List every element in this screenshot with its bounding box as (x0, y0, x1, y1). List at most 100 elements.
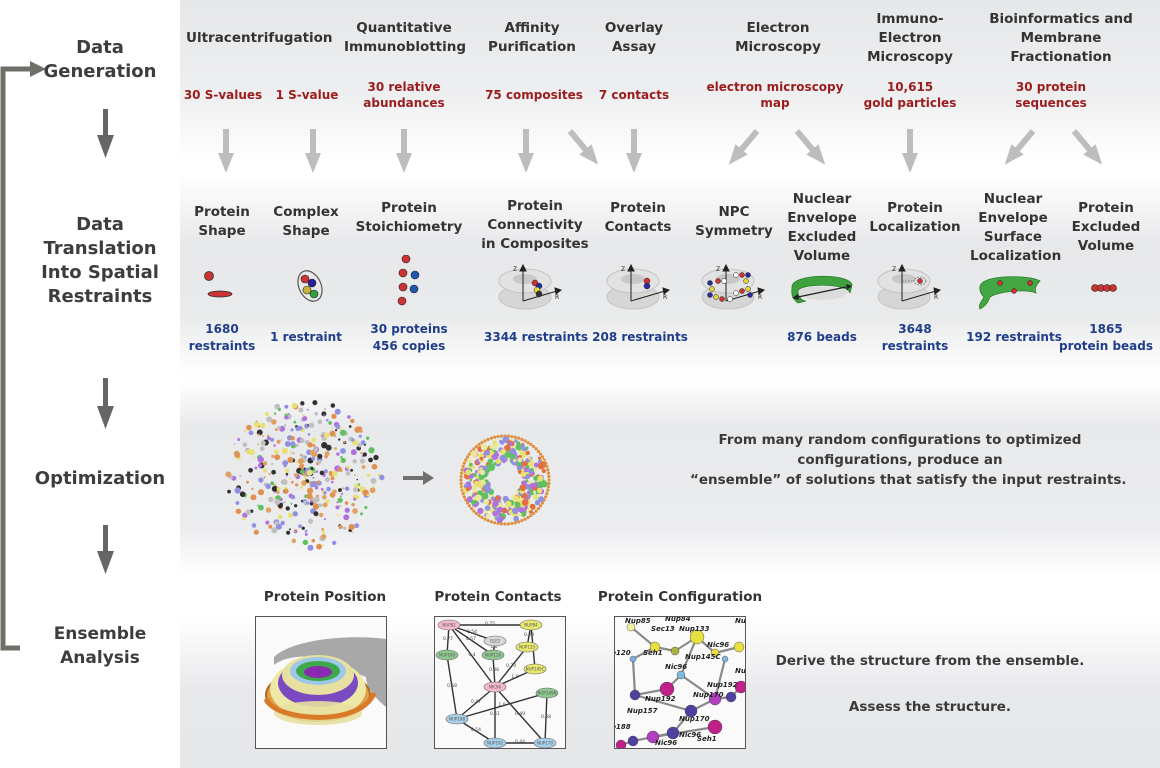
ring-bead (516, 520, 521, 524)
particle (284, 424, 286, 427)
config-bead (721, 655, 729, 663)
count-connectivity: 3344 restraints (484, 329, 588, 346)
optimization-arrow (403, 471, 434, 485)
ring-protein (477, 470, 481, 474)
contact-node-label: NUP116 (485, 653, 501, 658)
config-bead (615, 739, 627, 748)
particle (360, 451, 363, 455)
config-bead (626, 622, 636, 632)
particle (268, 496, 274, 503)
restraint-symmetry: NPC Symmetry (694, 203, 774, 241)
ring-protein (533, 482, 539, 488)
ring-protein (477, 507, 484, 515)
ring-protein (479, 456, 484, 461)
ring-protein (539, 461, 546, 468)
particle (270, 437, 275, 442)
particle (304, 530, 307, 533)
analysis-assess-text: Assess the structure. (848, 699, 1012, 715)
config-label: p188 (615, 723, 631, 731)
ring-protein (517, 457, 523, 463)
restraint-excluded-volume: Protein Excluded Volume (1064, 199, 1148, 256)
particle (328, 499, 330, 502)
config-label: Nup145C (685, 653, 721, 661)
ring-bead (538, 452, 543, 456)
contact-node-label: NUP133 (519, 645, 535, 650)
particle (343, 440, 346, 444)
value-text: electron microscopy (706, 80, 844, 94)
contact-edge (544, 692, 548, 744)
restraint-name: Localization (869, 219, 961, 235)
particle (311, 456, 316, 461)
contact-weight: 0.49 (515, 711, 525, 717)
contact-node (483, 635, 507, 647)
particle (290, 494, 296, 500)
panel-title-contacts: Protein Contacts (434, 589, 562, 605)
contact-node (483, 737, 507, 748)
particle (348, 425, 352, 428)
ring-protein (525, 483, 531, 490)
envelope-excluded-icon (791, 275, 853, 304)
particle (360, 440, 366, 445)
particle (276, 439, 281, 444)
contact-edge (448, 624, 494, 656)
particle (271, 469, 276, 475)
config-label: Sec13 (651, 625, 675, 633)
stage-down-arrow (97, 109, 114, 158)
restraint-name: Envelope (787, 210, 857, 226)
value-relative-abundances: 30 relative abundances (352, 79, 456, 111)
contact-node (445, 713, 469, 725)
particle (276, 490, 280, 495)
ring-bead (459, 478, 463, 482)
ring-bead (534, 509, 538, 513)
ring-protein (471, 465, 476, 469)
ring-protein (479, 469, 486, 476)
config-label: Nup192 (707, 681, 738, 689)
contact-node-label: NUP84 (524, 623, 538, 628)
panel-title-position: Protein Position (263, 589, 387, 605)
value-gold-particles: 10,615 gold particles (860, 79, 960, 111)
particle (288, 477, 291, 480)
protein-position-image (263, 637, 386, 725)
particle (302, 416, 308, 422)
particle (351, 502, 355, 507)
contact-edge (494, 686, 546, 744)
count-text: 30 proteins (370, 322, 448, 336)
particle (237, 437, 241, 442)
axis-r-label: R (555, 294, 559, 301)
ring-protein (513, 458, 517, 463)
particle (331, 413, 337, 419)
value-text: 1 S-value (275, 88, 339, 102)
ring-protein (497, 506, 504, 513)
particle (368, 457, 373, 463)
ring-bead (462, 461, 466, 465)
config-bead (629, 655, 637, 663)
envelope-surface-icon (979, 276, 1041, 310)
source-immunoblotting: Quantitative Immunoblotting (344, 19, 466, 57)
ring-bead (531, 444, 536, 449)
particle (234, 487, 241, 494)
particle (280, 439, 283, 442)
config-bead (684, 704, 698, 718)
restraint-name: Localization (970, 248, 1062, 264)
particle (266, 416, 273, 423)
particle (314, 411, 319, 416)
particle (361, 465, 366, 469)
config-label: Nic96 (655, 739, 677, 747)
ring-protein (470, 450, 478, 458)
stage-label-line: Restraints (47, 286, 153, 307)
ring-bead (474, 511, 479, 516)
particle (265, 507, 272, 513)
particle (307, 424, 310, 426)
ring-bead (467, 452, 472, 456)
particle (306, 408, 309, 411)
particle (305, 480, 309, 483)
ring-bead (534, 447, 538, 451)
ring-protein (537, 456, 542, 460)
stage-arrows (97, 109, 114, 574)
count-excluded-volume: 1865 protein beads (1056, 321, 1156, 355)
source-overlay-assay: Overlay Assay (596, 19, 672, 57)
ring-protein (465, 487, 471, 492)
ring-protein (474, 494, 482, 501)
particle (286, 530, 291, 535)
restraint-name: Stoichiometry (355, 219, 463, 235)
